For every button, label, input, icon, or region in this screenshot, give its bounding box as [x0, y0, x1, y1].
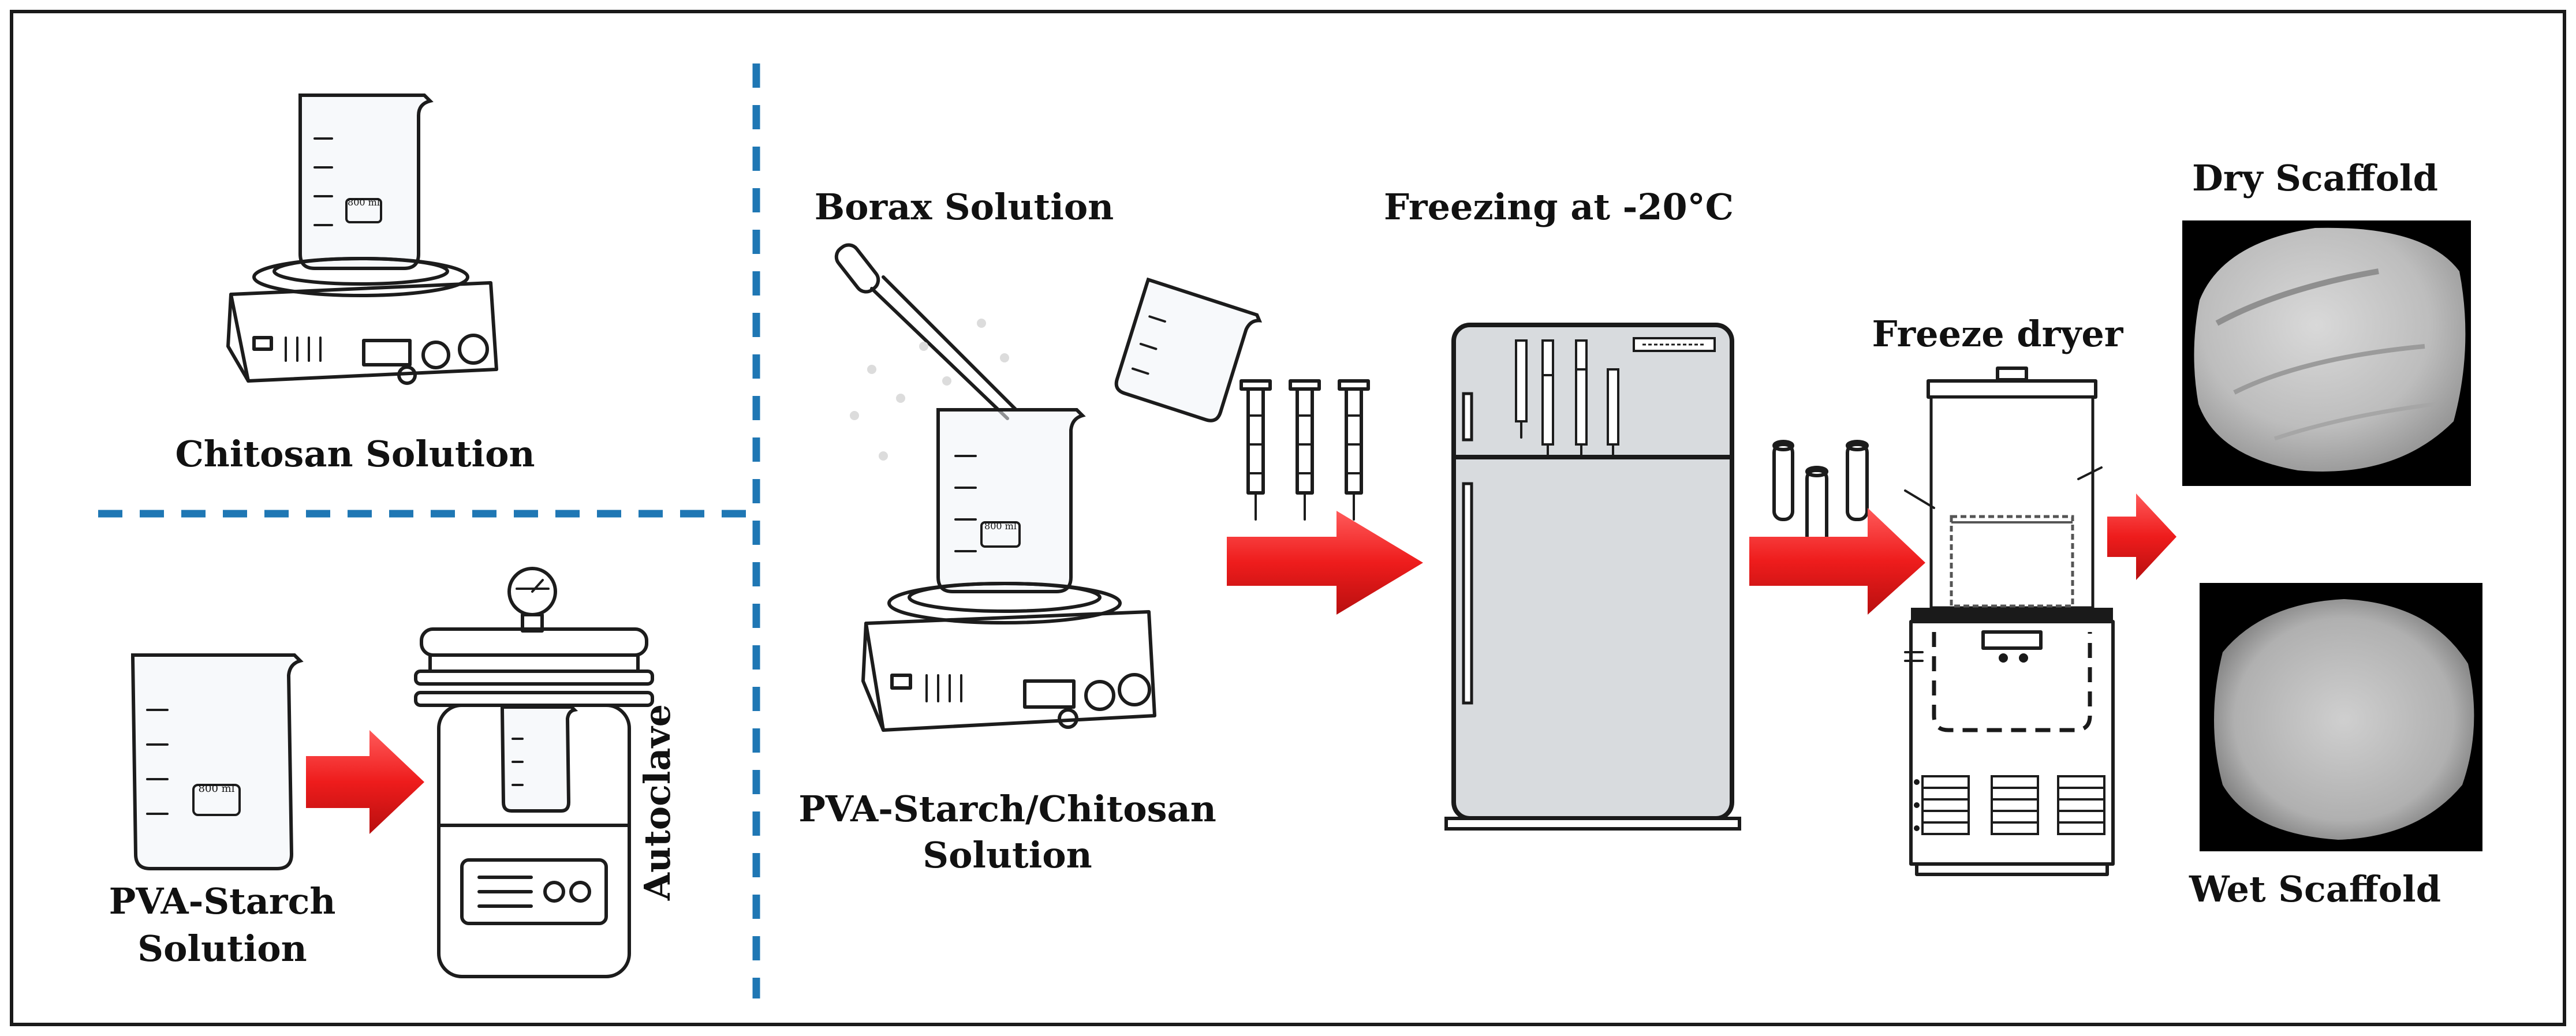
autoclave-label: Autoclave [636, 704, 678, 901]
pouring-beaker [1114, 277, 1263, 422]
dry-scaffold-photo [2182, 220, 2471, 486]
arrow-to-autoclave [306, 730, 424, 834]
arrow-to-freezer [1227, 511, 1423, 615]
beaker-volume-mark: 800 ml [984, 521, 1017, 532]
freeze-dryer-machine [1904, 366, 2115, 876]
pva-starch-beaker: 800 ml [131, 653, 304, 870]
beaker-volume-mark: 800 ml [199, 783, 235, 795]
dry-scaffold-label: Dry Scaffold [2192, 157, 2438, 199]
arrow-to-freeze-dryer [1749, 508, 1925, 615]
mixture-label-line2: Solution [923, 834, 1092, 876]
beaker-volume-mark: 800 ml [348, 197, 380, 208]
wet-scaffold-photo [2200, 583, 2482, 851]
frozen-cylinders [1772, 440, 1869, 553]
mixture-label-line1: PVA-Starch/Chitosan [798, 788, 1216, 830]
chitosan-solution-label: Chitosan Solution [175, 433, 535, 475]
wet-scaffold-label: Wet Scaffold [2189, 868, 2441, 910]
pva-starch-label-line1: PVA-Starch [109, 880, 336, 922]
syringes-group [1240, 379, 1370, 521]
arrow-to-scaffolds [2107, 493, 2176, 580]
decorative-drops [850, 319, 1009, 461]
magnetic-stirrer-chitosan: 800 ml [226, 93, 498, 385]
borax-solution-label: Borax Solution [815, 186, 1114, 228]
freezing-label: Freezing at -20°C [1384, 186, 1734, 228]
pipette-dropper [834, 243, 1018, 420]
freeze-dryer-label: Freeze dryer [1872, 313, 2124, 355]
magnetic-stirrer-mixture: 800 ml [861, 408, 1156, 732]
freezer-fridge [1444, 323, 1741, 831]
pva-starch-label-line2: Solution [137, 927, 307, 970]
autoclave-illustration [414, 567, 654, 978]
